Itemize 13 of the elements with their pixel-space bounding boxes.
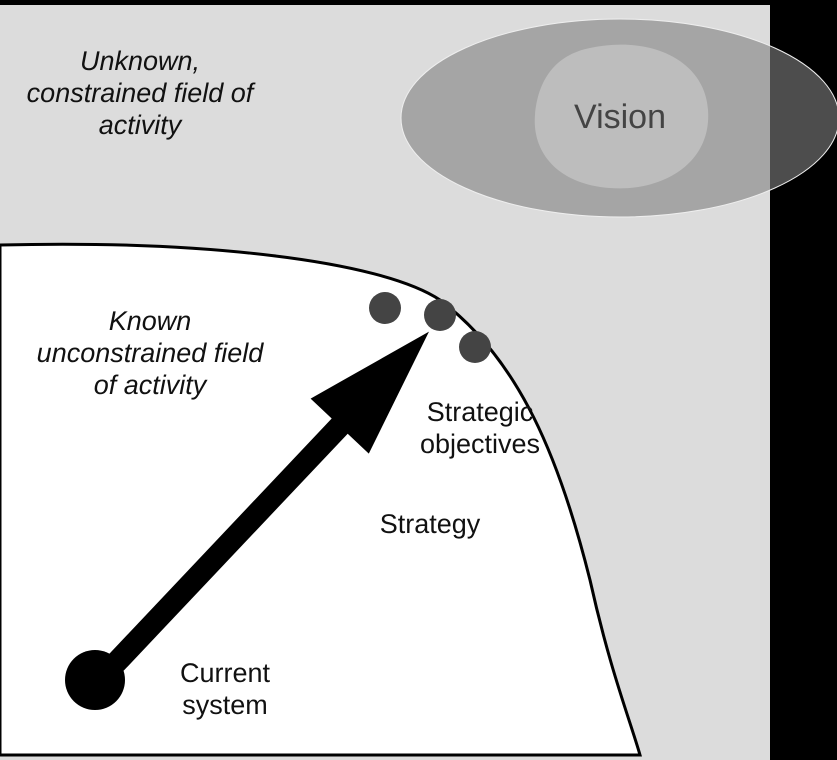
annotation-label: Strategic objectives [418, 396, 542, 460]
start-dot [65, 650, 125, 710]
objective-dot [459, 331, 491, 363]
region-label: Known unconstrained field of activity [36, 305, 265, 401]
vision-label: Vision [573, 98, 667, 136]
objective-dot [424, 299, 456, 331]
arrow [108, 332, 429, 671]
unconstrained-field-region [0, 242, 642, 756]
node-caption: Current system [178, 657, 272, 721]
region-label: Unknown, constrained field of activity [26, 45, 256, 141]
objective-dot [369, 292, 401, 324]
edge-label: Strategy [378, 508, 482, 540]
constrained-field-region [0, 5, 770, 760]
